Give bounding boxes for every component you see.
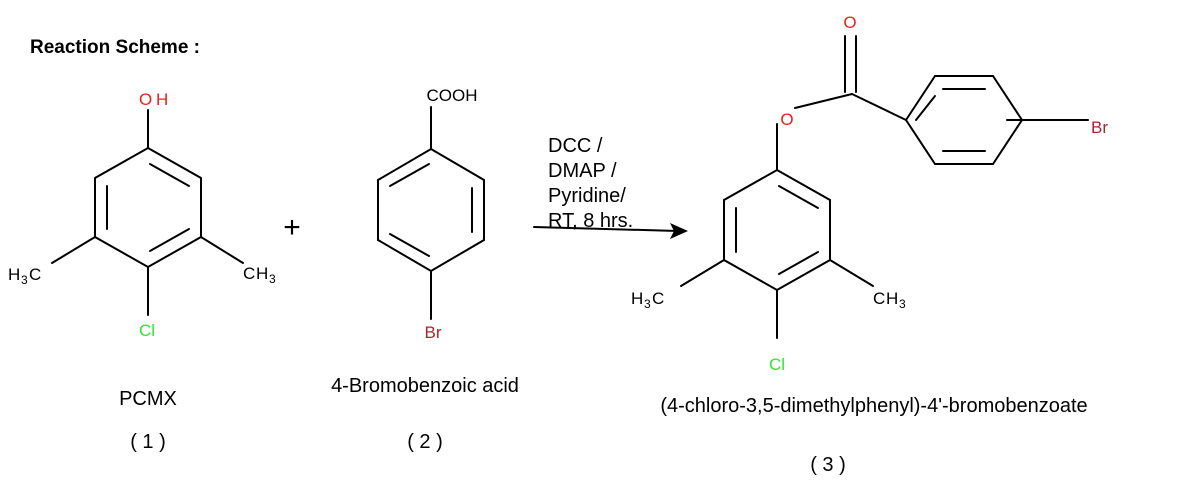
reactant-1-chlorine: Cl (139, 321, 155, 340)
product-methyl-left-sub: 3 (644, 297, 651, 311)
product-methyl-right-h: H (886, 289, 898, 308)
reactant-1-methyl-right-h: H (256, 264, 268, 283)
reactant-1-hydroxyl-h: H (156, 90, 168, 109)
reactant-1-hydroxyl-o: O (139, 90, 152, 109)
reactant-1-methyl-right-sub: 3 (269, 272, 276, 286)
reactant-1-methyl-left-sub: 3 (21, 273, 28, 287)
reactant-2-name: 4-Bromobenzoic acid (331, 375, 519, 397)
product-chlorine: Cl (769, 355, 785, 374)
reactant-2-number: ( 2 ) (407, 431, 443, 453)
product-methyl-left-h: H (631, 289, 643, 308)
product-structure (680, 35, 1089, 339)
plus-sign: + (283, 211, 301, 244)
reaction-arrow (533, 223, 688, 239)
reactant-1-methyl-left-c: C (29, 265, 41, 284)
product-methyl-left-c: C (652, 289, 664, 308)
reactant-1-name: PCMX (119, 388, 177, 410)
reactant-1-methyl-left-h: H (8, 265, 20, 284)
product-name: (4-chloro-3,5-dimethylphenyl)-4'-bromobe… (660, 395, 1087, 417)
product-methyl-right-sub: 3 (899, 297, 906, 311)
condition-line-4: RT, 8 hrs. (548, 210, 633, 232)
product-number: ( 3 ) (810, 454, 846, 476)
condition-line-3: Pyridine/ (548, 185, 626, 207)
product-carbonyl-oxygen: O (843, 13, 856, 32)
scheme-title: Reaction Scheme : (30, 37, 200, 58)
reactant-1-structure (51, 109, 244, 316)
product-methyl-right-c: C (873, 289, 885, 308)
reactant-1-number: ( 1 ) (130, 431, 166, 453)
condition-line-2: DMAP / (548, 160, 617, 182)
reactant-2-bromine: Br (425, 323, 442, 342)
reactant-1-methyl-right-c: C (243, 264, 255, 283)
product-bromine: Br (1091, 118, 1108, 137)
condition-line-1: DCC / (548, 135, 603, 157)
reactant-2-structure (377, 106, 485, 320)
reactant-2-carboxyl: COOH (427, 86, 478, 105)
product-ester-oxygen: O (780, 110, 793, 129)
